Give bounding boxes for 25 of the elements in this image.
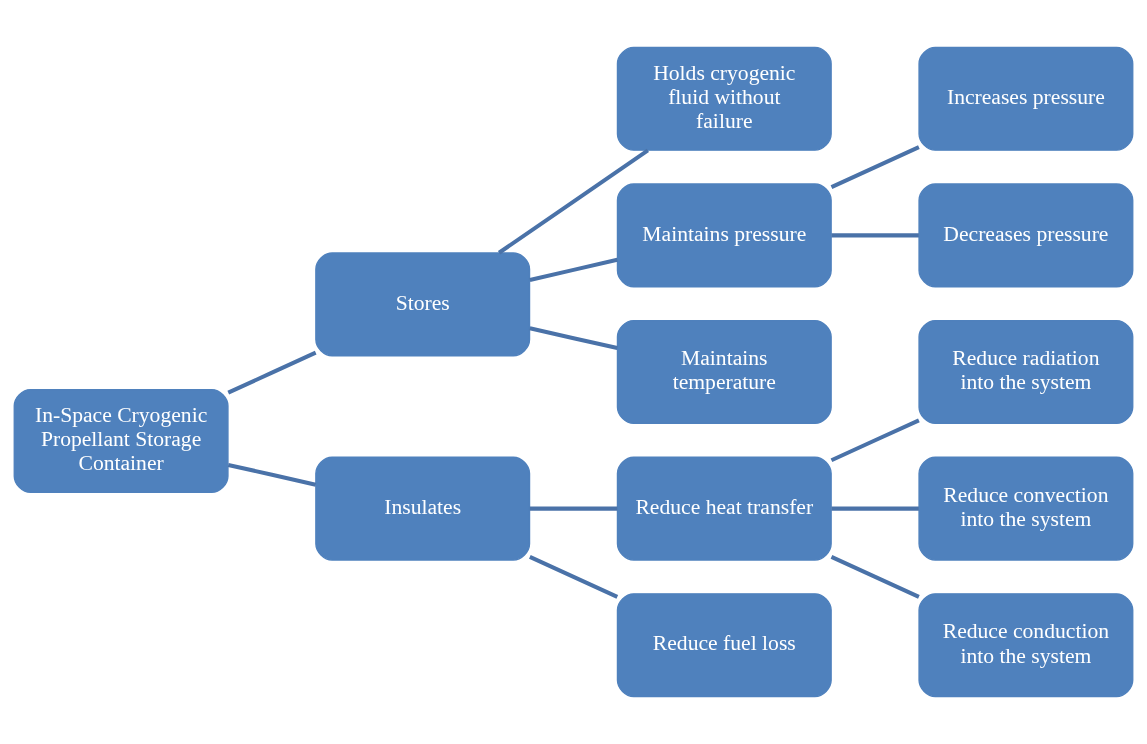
node-box: Reduce heat transfer	[616, 456, 832, 561]
node-box: Stores	[315, 252, 531, 357]
node-box: Holds cryogenic fluid without failure	[616, 46, 832, 151]
connector	[831, 233, 919, 238]
connector	[830, 555, 920, 599]
connector	[830, 145, 920, 189]
node-box: Insulates	[315, 456, 531, 561]
node-box: Reduce radiation into the system	[918, 319, 1134, 425]
connector	[529, 257, 618, 282]
node-box: Reduce convection into the system	[918, 456, 1134, 561]
node-box: In-Space Cryogenic Propellant Storage Container	[13, 388, 229, 494]
connector	[830, 418, 920, 463]
connector	[529, 506, 618, 511]
node-box: Maintains temperature	[616, 319, 832, 425]
node-box: Reduce conduction into the system	[918, 593, 1134, 698]
connector	[529, 326, 618, 351]
node-box: Decreases pressure	[918, 183, 1134, 288]
node-box: Reduce fuel loss	[616, 593, 832, 698]
node-box: Increases pressure	[918, 46, 1134, 151]
node-box: Maintains pressure	[616, 183, 832, 288]
connector	[831, 506, 919, 511]
connector	[227, 462, 317, 487]
connector	[529, 555, 619, 599]
connector	[227, 350, 317, 395]
connector	[497, 148, 650, 255]
